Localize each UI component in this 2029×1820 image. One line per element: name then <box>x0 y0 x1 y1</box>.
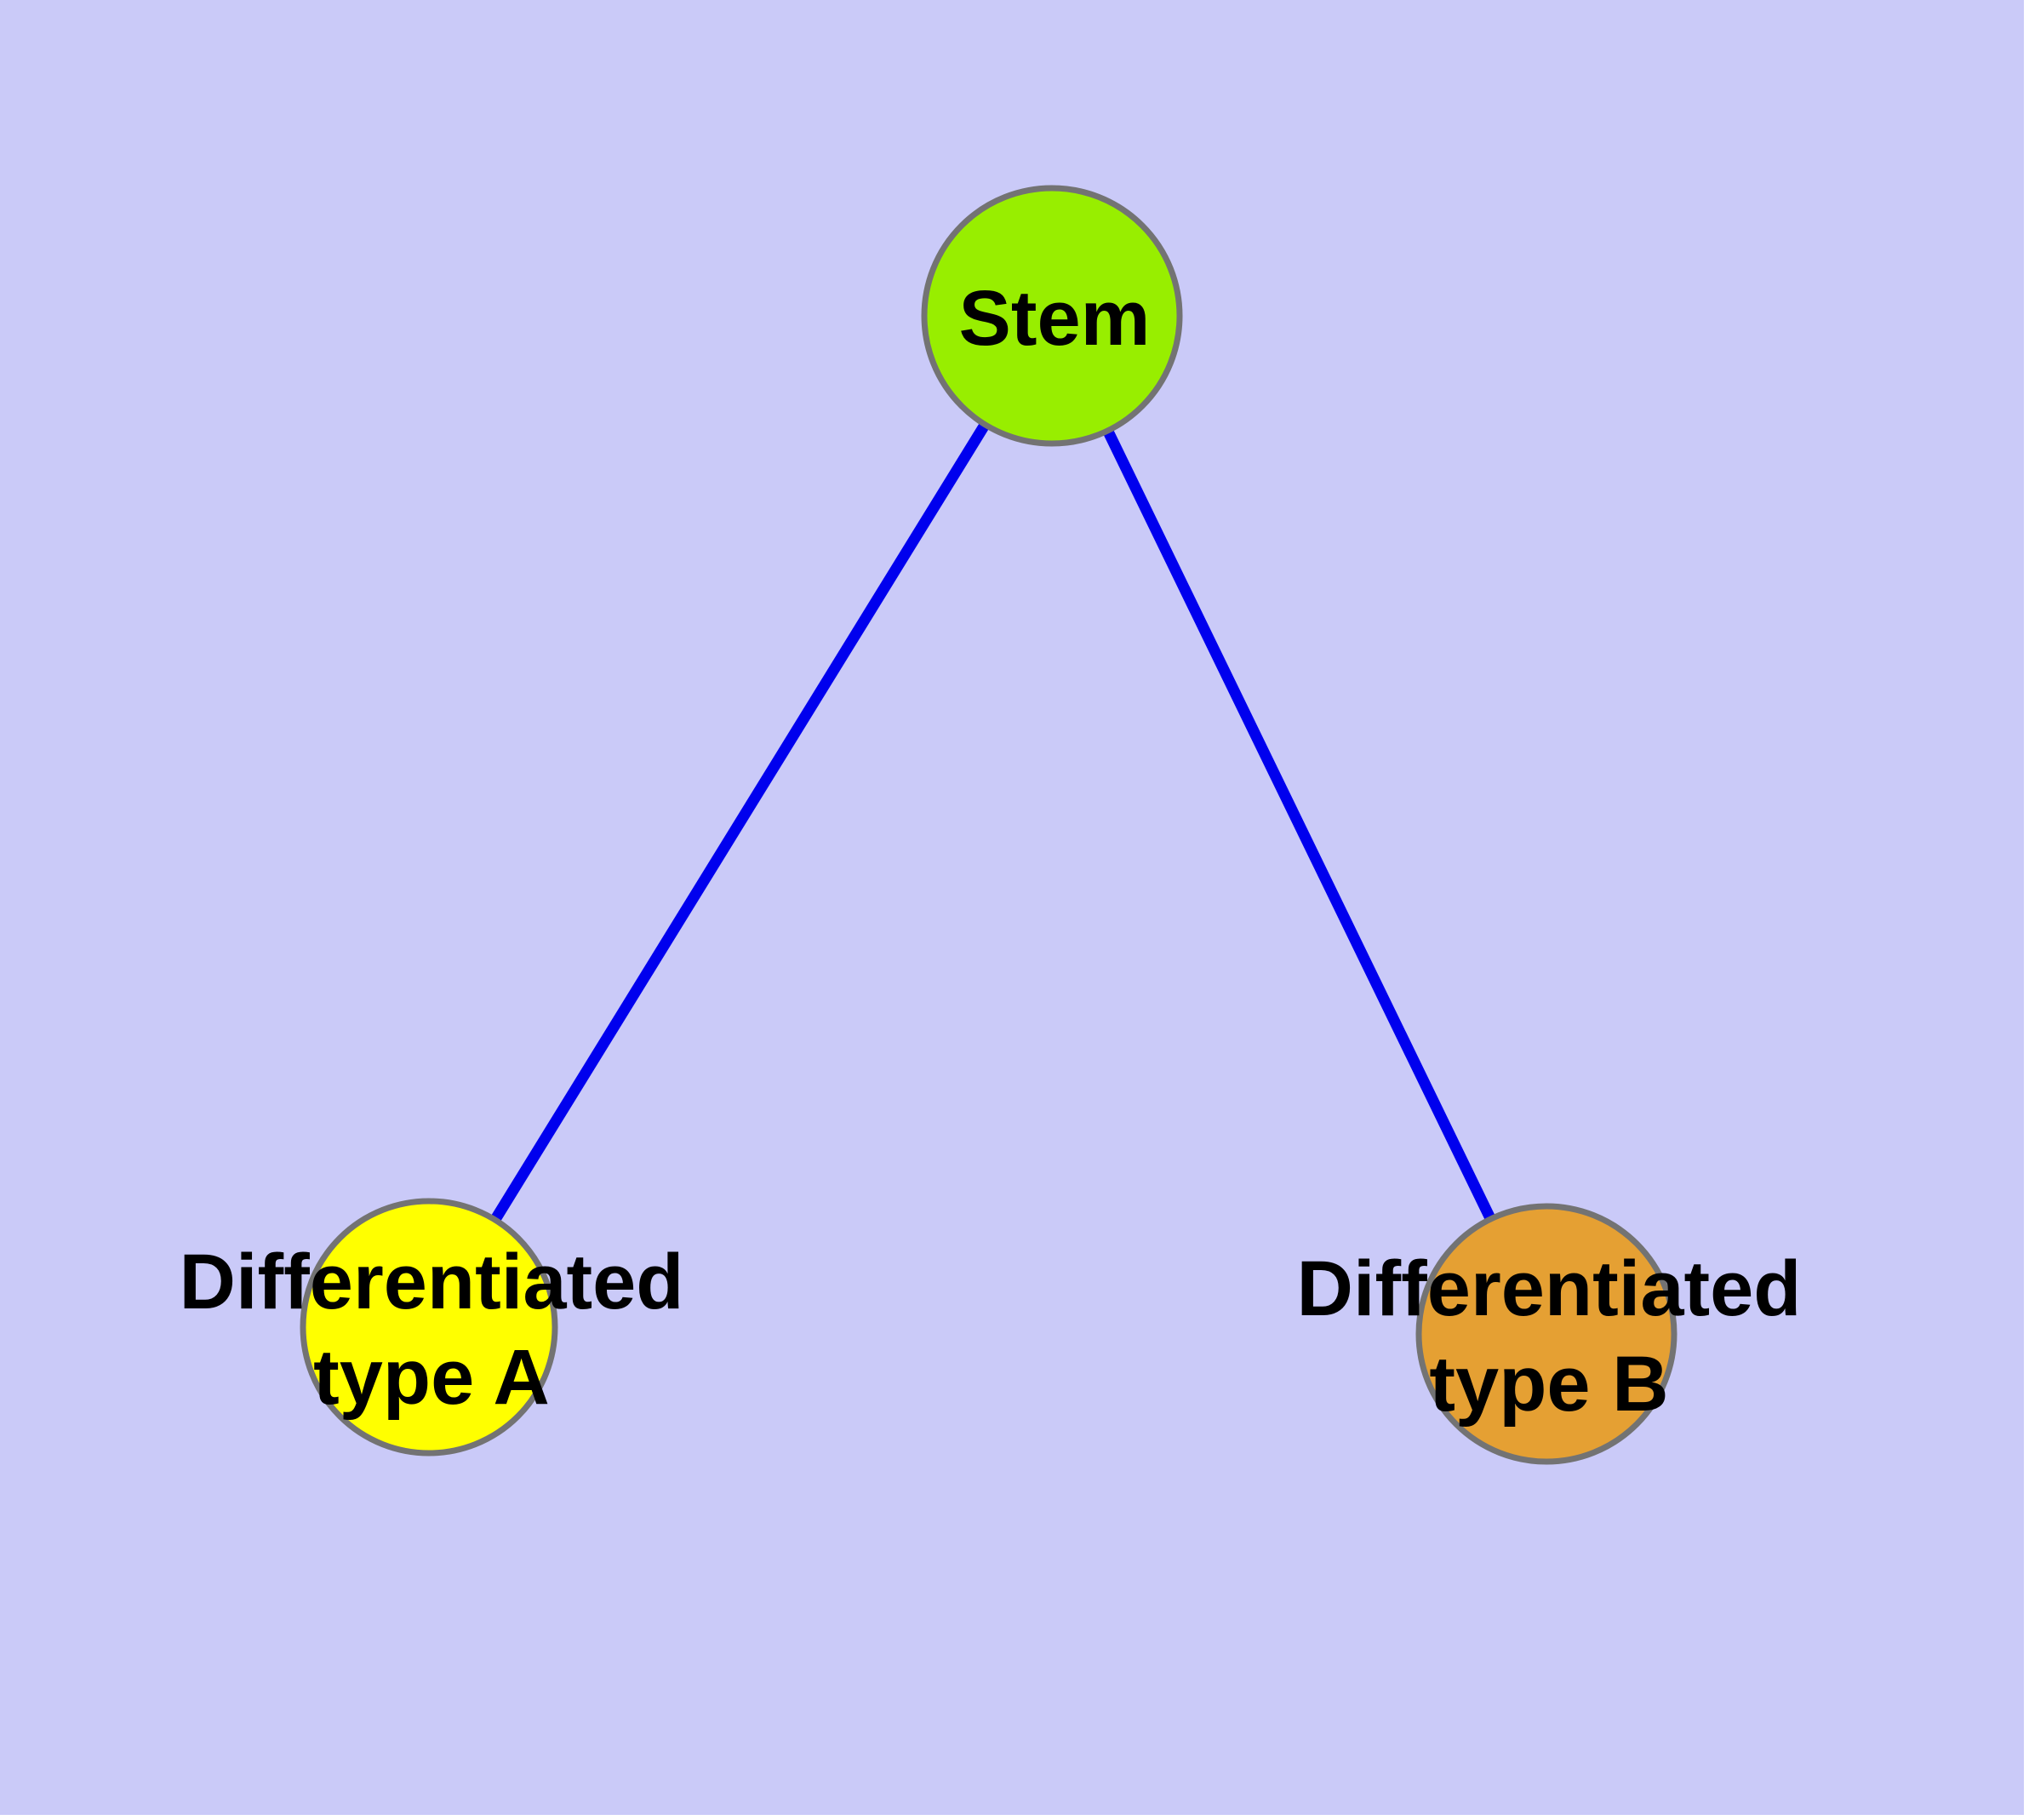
node-stem-label: Stem <box>959 271 1151 366</box>
edge-stem-to-type-a <box>424 312 1057 1331</box>
node-stem-circle <box>921 185 1183 447</box>
node-type-a-circle <box>300 1198 558 1457</box>
node-type-b-circle <box>1415 1203 1677 1465</box>
node-type-b-label-line1: Differentiated <box>1296 1245 1802 1332</box>
node-stem-label-line: Stem <box>958 275 1151 362</box>
node-type-b-label: Differentiated type B <box>1297 1241 1802 1432</box>
edge-stem-to-type-b <box>1047 313 1552 1336</box>
node-type-b-label-line2: type B <box>1429 1341 1669 1428</box>
node-type-a-label: Differentiated type A <box>180 1234 684 1425</box>
node-type-a-label-line2: type A <box>313 1334 550 1421</box>
node-type-a-label-line1: Differentiated <box>179 1239 684 1325</box>
